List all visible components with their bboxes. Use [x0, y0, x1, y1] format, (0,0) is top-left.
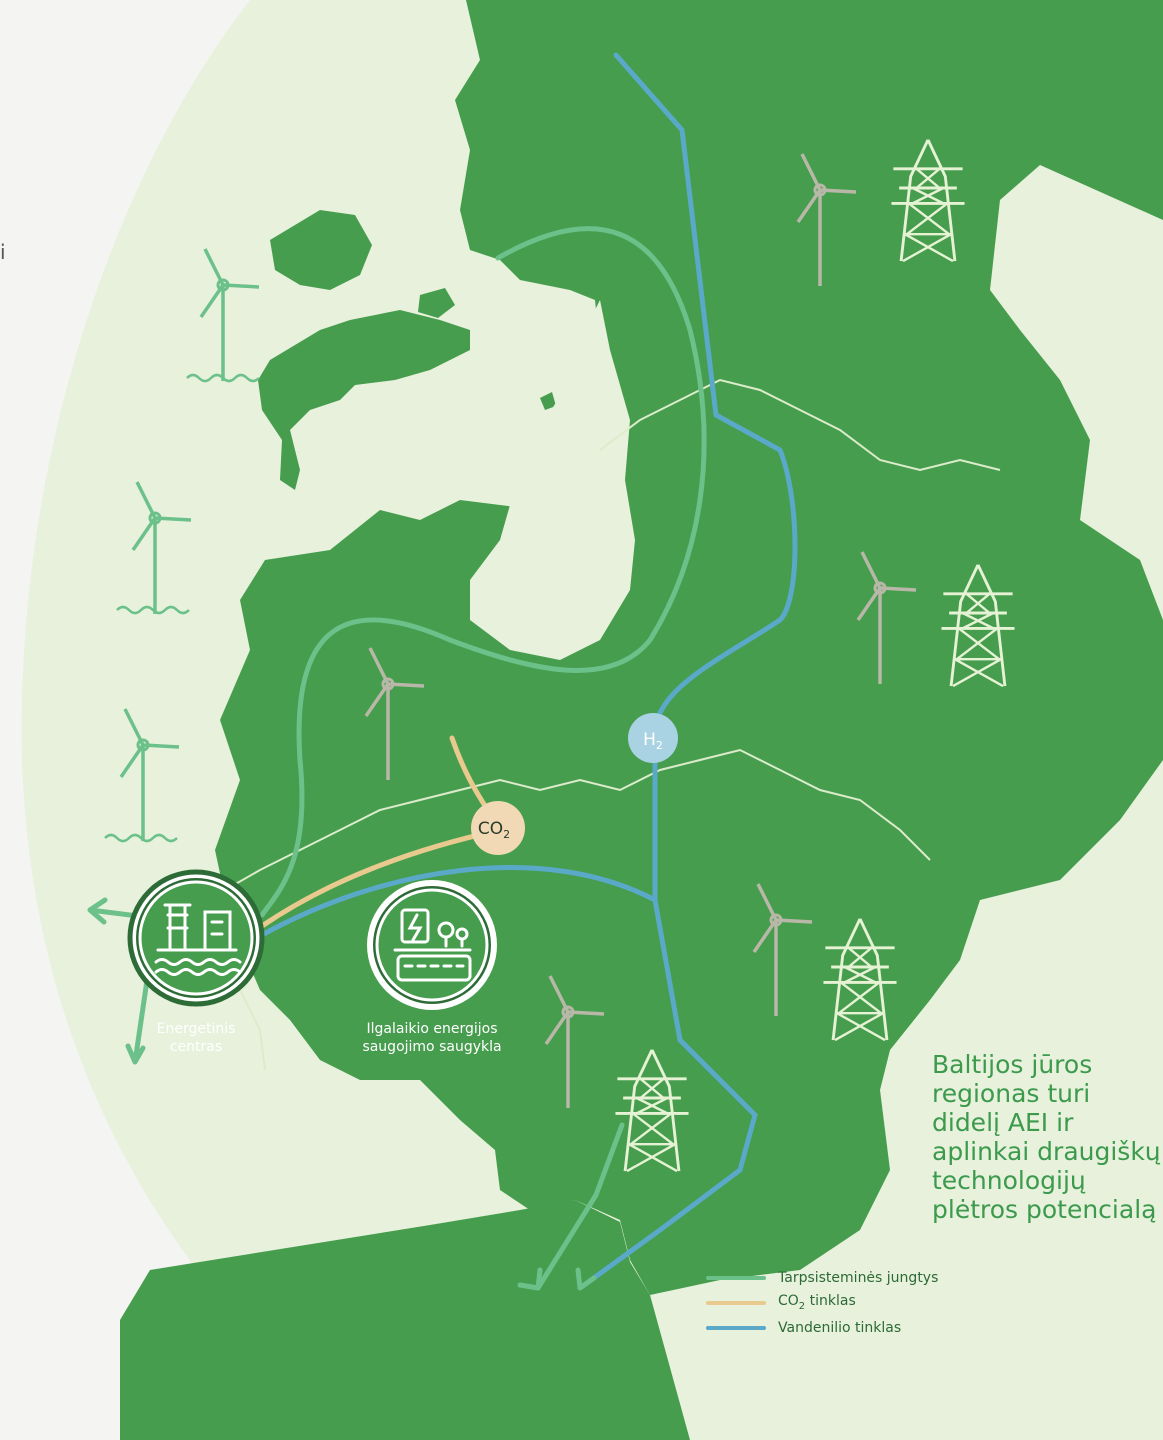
legend-label: Tarpsisteminės jungtys: [778, 1269, 939, 1286]
h2-label: H: [643, 730, 656, 750]
hydrogen-node: H2: [628, 713, 678, 763]
small-island: [418, 288, 455, 318]
cropped-text-fragment: i: [0, 240, 6, 264]
hydrogen-network: [259, 52, 798, 1291]
legend: Tarpsisteminės jungtys CO2 tinklas Vande…: [706, 1265, 938, 1340]
svg-text:CO2: CO2: [478, 819, 510, 841]
legend-label-rest: tinklas: [805, 1293, 856, 1310]
legend-label-base: CO: [778, 1293, 799, 1310]
headline-line: regionas turi: [932, 1079, 1091, 1108]
legend-item: CO2 tinklas: [706, 1290, 938, 1315]
co2-subscript: 2: [503, 828, 510, 841]
legend-item: Vandenilio tinklas: [706, 1315, 938, 1340]
co2-label: CO: [478, 819, 503, 839]
saaremaa-island: [258, 310, 470, 490]
energy-storage-marker: [367, 880, 497, 1010]
headline-line: plėtros potencialą: [932, 1195, 1157, 1224]
svg-text:H2: H2: [643, 730, 663, 752]
headline-line: technologijų: [932, 1166, 1086, 1195]
storage-label-line: Ilgalaikio energijos: [366, 1021, 498, 1037]
country-borders: [224, 378, 1001, 1071]
energy-hub-label: Energetinis centras: [146, 1020, 246, 1056]
legend-item: Tarpsisteminės jungtys: [706, 1265, 938, 1290]
co2-node: CO2: [471, 801, 525, 855]
energy-hub-label-line: Energetinis: [156, 1021, 236, 1037]
headline: Baltijos jūros regionas turi didelį AEI …: [932, 1050, 1162, 1224]
offshore-platform-icon: [154, 903, 242, 976]
legend-label: CO2 tinklas: [778, 1293, 856, 1312]
legend-swatch: [706, 1300, 766, 1305]
gulf-of-riga: [470, 300, 635, 660]
headline-line: aplinkai draugiškų: [932, 1137, 1161, 1166]
small-island: [540, 392, 556, 410]
energy-hub-marker: [127, 869, 265, 1007]
interconnector-network: [259, 226, 707, 1291]
headline-line: Baltijos jūros: [932, 1050, 1093, 1079]
storage-label: Ilgalaikio energijos saugojimo saugykla: [347, 1020, 517, 1056]
hiiumaa-island: [270, 210, 372, 290]
legend-swatch: [706, 1275, 766, 1280]
energy-hub-label-line: centras: [169, 1039, 223, 1055]
energy-storage-icon: [393, 908, 472, 982]
legend-label: Vandenilio tinklas: [778, 1319, 902, 1336]
headline-line: didelį AEI ir: [932, 1108, 1074, 1137]
curonian-coast: [120, 1200, 690, 1440]
storage-label-line: saugojimo saugykla: [362, 1039, 502, 1055]
h2-subscript: 2: [656, 739, 663, 752]
legend-label-sub: 2: [798, 1300, 806, 1312]
legend-swatch: [706, 1325, 766, 1330]
